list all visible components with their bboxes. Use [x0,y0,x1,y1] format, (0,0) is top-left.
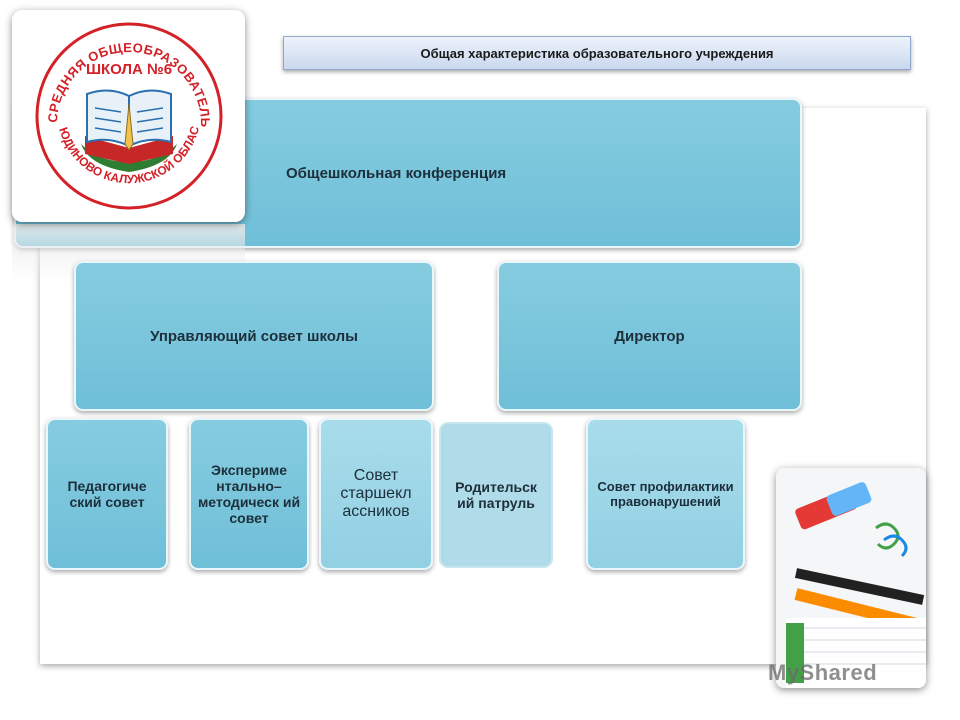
slide-title: Общая характеристика образовательного уч… [283,36,911,70]
box-experimental-council: Экспериме нтально– методическ ий совет [189,418,309,570]
box-pedagogical-council: Педагогиче ский совет [46,418,168,570]
school-logo: МОУ СРЕДНЯЯ ОБЩЕОБРАЗОВАТЕЛЬНАЯ Г.ЛЮДИНО… [12,10,245,222]
box-school-council: Управляющий совет школы [74,261,434,411]
box-director: Директор [497,261,802,411]
svg-text:ШКОЛА №6: ШКОЛА №6 [85,61,171,78]
box-seniors-council: Совет старшекл ассников [319,418,433,570]
school-emblem: МОУ СРЕДНЯЯ ОБЩЕОБРАЗОВАТЕЛЬНАЯ Г.ЛЮДИНО… [29,16,222,210]
box-prevention-council: Совет профилактики правонарушений [586,418,745,570]
watermark: MyShared [768,660,878,685]
box-parents-patrol: Родительск ий патруль [439,422,553,568]
stationery-photo [776,468,926,688]
